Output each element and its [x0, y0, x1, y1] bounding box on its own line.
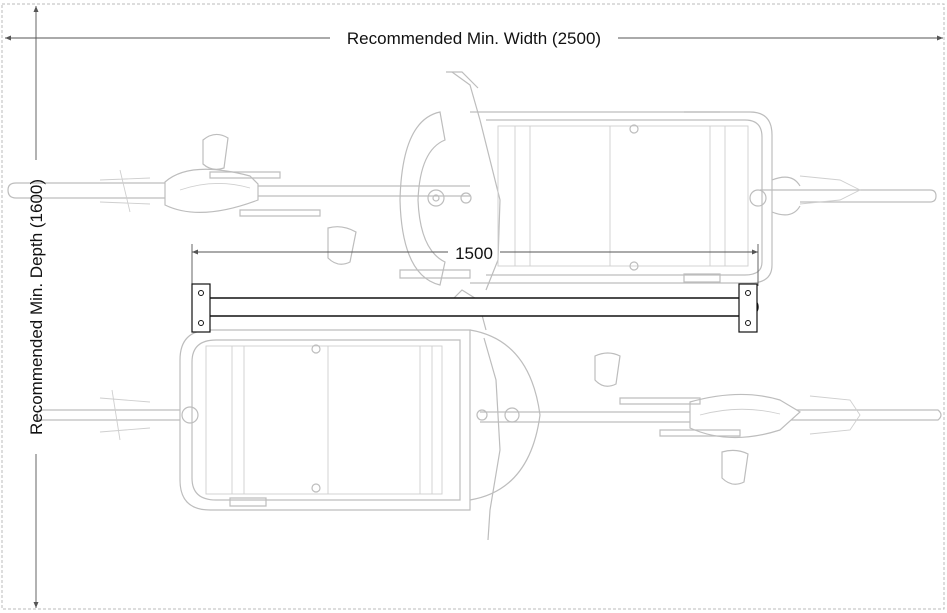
- width-dimension: Recommended Min. Width (2500): [5, 29, 943, 48]
- depth-dimension: Recommended Min. Depth (1600): [27, 6, 46, 608]
- rack-length-dimension: 1500: [191, 244, 759, 286]
- rack-right-mounting-plate: [738, 283, 758, 333]
- rack-left-mounting-plate: [191, 283, 211, 333]
- cycle-rack-rail: [191, 283, 759, 333]
- depth-dimension-label: Recommended Min. Depth (1600): [27, 179, 46, 435]
- cargo-bike-top: [7, 71, 937, 291]
- boundary-outline: [1, 3, 945, 610]
- cargo-bike-bottom: [36, 289, 942, 541]
- width-dimension-label: Recommended Min. Width (2500): [347, 29, 601, 48]
- rack-length-label: 1500: [455, 244, 493, 263]
